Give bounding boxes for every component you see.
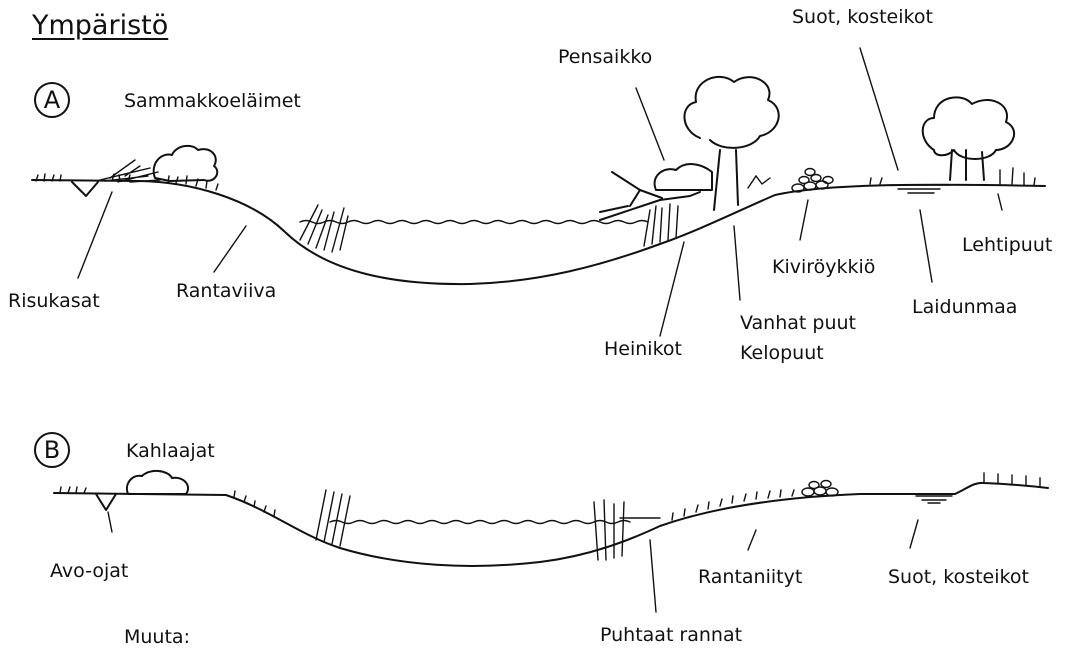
leader-suot bbox=[860, 48, 898, 170]
ditch-a bbox=[72, 182, 98, 196]
page-title: Ympäristö bbox=[32, 12, 168, 39]
leader-vanhat bbox=[734, 226, 740, 300]
reeds-right-b bbox=[594, 500, 624, 560]
reeds-left-a bbox=[300, 205, 348, 252]
label-rantaniityt: Rantaniityt bbox=[698, 568, 802, 587]
label-heinikot: Heinikot bbox=[604, 340, 682, 359]
other-notes-label: Muuta: bbox=[124, 628, 190, 647]
reeds-left-b bbox=[316, 490, 350, 546]
ditch-b bbox=[96, 494, 116, 510]
leader-lehtipuut bbox=[998, 194, 1002, 210]
twigs-a bbox=[748, 176, 770, 188]
bush-mid-a bbox=[655, 164, 712, 190]
bush-left-a bbox=[154, 146, 218, 181]
leader-laidunmaa bbox=[920, 210, 932, 282]
ground-line-b bbox=[54, 483, 1048, 566]
leader-risukasat bbox=[78, 192, 112, 278]
shrub-b bbox=[127, 471, 188, 494]
label-laidunmaa: Laidunmaa bbox=[912, 298, 1017, 317]
grass-right-a bbox=[870, 168, 1035, 185]
tree-right-a bbox=[923, 97, 1014, 180]
leader-suot-b bbox=[910, 520, 918, 548]
water-surface-a bbox=[300, 221, 648, 224]
meadow-grass-b bbox=[672, 490, 794, 520]
leader-rantaniityt bbox=[748, 530, 756, 550]
ground-line-a bbox=[32, 180, 1045, 284]
scene-b-heading: Kahlaajat bbox=[126, 442, 215, 461]
stone-pile-b bbox=[802, 481, 838, 497]
label-kelopuut: Kelopuut bbox=[740, 344, 824, 363]
scene-b-marker: B bbox=[34, 432, 70, 468]
label-suot-b: Suot, kosteikot bbox=[888, 568, 1029, 587]
scene-b-drawing bbox=[54, 471, 1048, 612]
label-pensaikko: Pensaikko bbox=[558, 48, 652, 67]
label-rantaviiva: Rantaviiva bbox=[176, 282, 276, 301]
label-avo-ojat: Avo-ojat bbox=[50, 562, 128, 581]
label-puhtaat-rannat: Puhtaat rannat bbox=[600, 626, 742, 645]
label-suot-a: Suot, kosteikot bbox=[792, 8, 933, 27]
leader-kivi bbox=[800, 200, 808, 240]
leader-puhtaat bbox=[650, 540, 656, 612]
brush-pile-a bbox=[100, 160, 160, 182]
label-kivirykkio: Kiviröykkiö bbox=[772, 258, 875, 277]
water-surface-b bbox=[330, 521, 630, 524]
leader-pensaikko bbox=[636, 88, 664, 160]
grass-right-b bbox=[984, 473, 1040, 487]
leader-heinikot bbox=[660, 242, 684, 336]
label-lehtipuut: Lehtipuut bbox=[962, 236, 1052, 255]
scene-a-heading: Sammakkoeläimet bbox=[124, 92, 301, 111]
leader-avo-ojat bbox=[108, 512, 112, 532]
marsh-a bbox=[890, 185, 950, 193]
marsh-b bbox=[916, 496, 952, 503]
leader-rantaviiva bbox=[214, 226, 246, 272]
scene-a-marker: A bbox=[34, 82, 70, 118]
label-risukasat: Risukasat bbox=[8, 292, 100, 311]
label-vanhat-puut: Vanhat puut bbox=[740, 314, 856, 333]
